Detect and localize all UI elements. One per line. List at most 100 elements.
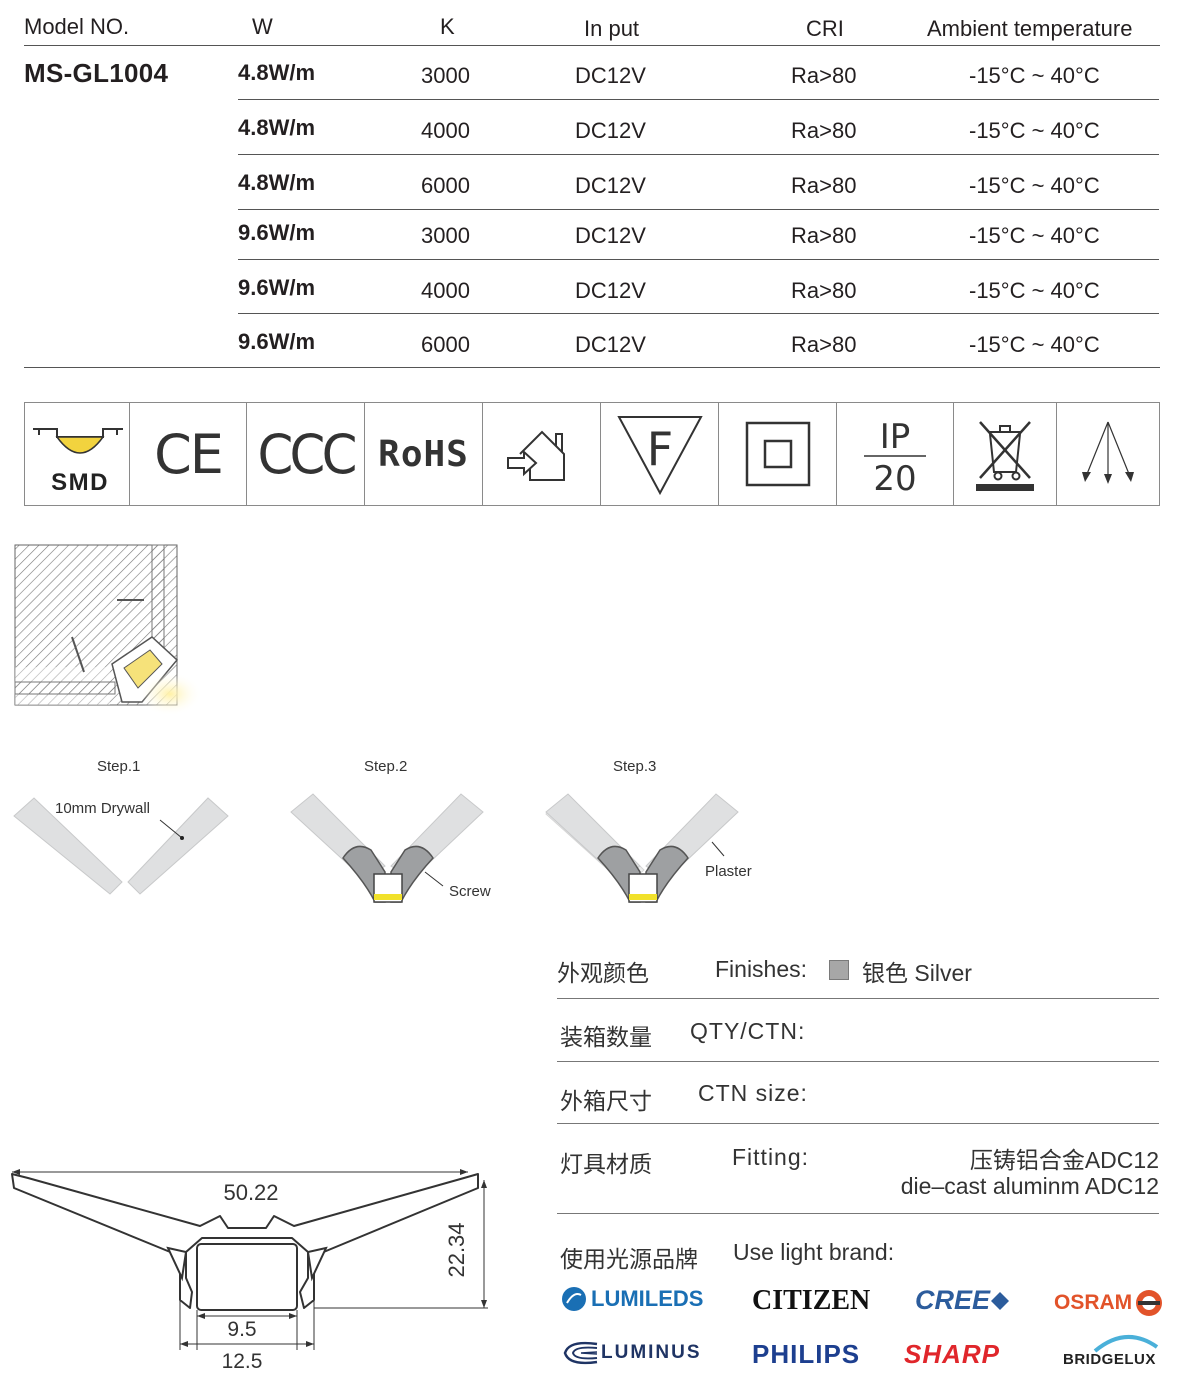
osram-bulb-icon — [1136, 1290, 1163, 1316]
cell-w: 4.8W/m — [238, 60, 316, 85]
cell-cri: Ra>80 — [791, 332, 857, 357]
lumileds-logo: LUMILEDS — [561, 1286, 703, 1312]
cell-input: DC12V — [575, 173, 646, 198]
table-row: 4.8W/m 4000 DC12V Ra>80 -15°C ~ 40°C — [238, 100, 1159, 155]
step-3-label: Step.3 — [613, 758, 657, 775]
silver-swatch-icon — [829, 960, 849, 980]
cell-temp: -15°C ~ 40°C — [969, 118, 1100, 143]
class-ii-icon — [719, 403, 837, 505]
table-row: 9.6W/m 3000 DC12V Ra>80 -15°C ~ 40°C — [238, 210, 1159, 260]
cell-input: DC12V — [575, 332, 646, 357]
cell-w: 9.6W/m — [238, 275, 316, 300]
profile-dimension-drawing: 50.22 22.34 9.5 12.5 — [11, 1169, 488, 1373]
fitting-row: 灯具材质 Fitting: 压铸铝合金ADC12 die–cast alumin… — [557, 1125, 1159, 1214]
cell-cri: Ra>80 — [791, 223, 857, 248]
finishes-cn-label: 外观颜色 — [557, 960, 649, 986]
finishes-en-label: Finishes: — [715, 956, 808, 982]
header-ambient: Ambient temperature — [927, 16, 1133, 41]
f-label: F — [646, 422, 672, 476]
cell-input: DC12V — [575, 278, 646, 303]
finishes-value: 银色 Silver — [862, 960, 972, 986]
cell-cri: Ra>80 — [791, 278, 857, 303]
table-bottom-rule — [24, 367, 1160, 368]
rohs-label: RoHS — [378, 433, 469, 475]
brand-cn-label: 使用光源品牌 — [560, 1246, 698, 1272]
cell-input: DC12V — [575, 118, 646, 143]
cell-w: 4.8W/m — [238, 115, 316, 140]
indoor-use-icon — [483, 403, 601, 505]
cell-w: 9.6W/m — [238, 220, 316, 245]
corner-install-section-drawing — [14, 544, 202, 716]
header-input: In put — [584, 16, 640, 41]
lumileds-icon — [562, 1287, 586, 1311]
smd-icon: SMD — [25, 403, 130, 505]
dim-top-width: 50.22 — [223, 1180, 278, 1205]
spec-table-header: Model NO. W K In put CRI Ambient tempera… — [24, 10, 1160, 46]
philips-logo: PHILIPS — [752, 1339, 860, 1370]
cell-k: 6000 — [421, 173, 470, 198]
cell-input: DC12V — [575, 223, 646, 248]
step-2-drawing — [290, 793, 484, 903]
philips-text: PHILIPS — [752, 1339, 861, 1369]
cell-k: 3000 — [421, 63, 470, 88]
table-row: 9.6W/m 6000 DC12V Ra>80 -15°C ~ 40°C — [238, 314, 1159, 367]
cree-logo: CREE — [915, 1285, 1010, 1316]
qty-en-label: QTY/CTN: — [690, 1018, 806, 1044]
cell-temp: -15°C ~ 40°C — [969, 173, 1100, 198]
fitting-value-en: die–cast aluminm ADC12 — [900, 1173, 1159, 1199]
cell-temp: -15°C ~ 40°C — [969, 278, 1100, 303]
fitting-en-label: Fitting: — [732, 1144, 810, 1170]
cell-cri: Ra>80 — [791, 63, 857, 88]
ip20-icon: IP 20 — [837, 403, 954, 505]
cell-w: 9.6W/m — [238, 329, 316, 354]
qty-row: 装箱数量 QTY/CTN: — [557, 1000, 1159, 1062]
cell-cri: Ra>80 — [791, 173, 857, 198]
sharp-logo: SHARP — [904, 1339, 1000, 1370]
cell-input: DC12V — [575, 63, 646, 88]
step-2-label: Step.2 — [364, 758, 408, 775]
header-cri: CRI — [806, 16, 844, 41]
cell-k: 4000 — [421, 278, 470, 303]
table-row: 4.8W/m 6000 DC12V Ra>80 -15°C ~ 40°C — [238, 155, 1159, 210]
cell-temp: -15°C ~ 40°C — [969, 223, 1100, 248]
luminus-icon — [563, 1341, 598, 1365]
cell-temp: -15°C ~ 40°C — [969, 332, 1100, 357]
ccc-icon: CCC — [247, 403, 365, 505]
table-row: 9.6W/m 4000 DC12V Ra>80 -15°C ~ 40°C — [238, 260, 1159, 314]
beam-angle-icon — [1057, 403, 1159, 505]
step-1-label: Step.1 — [97, 758, 141, 775]
bridgelux-logo: BRIDGELUX — [1063, 1333, 1159, 1369]
step-1-drawing — [13, 797, 229, 895]
ce-label: CE — [154, 422, 224, 486]
ctn-cn-label: 外箱尺寸 — [560, 1088, 652, 1114]
cree-diamond-icon — [991, 1291, 1010, 1310]
header-k: K — [440, 14, 455, 39]
ccc-label: CCC — [257, 422, 357, 486]
ce-icon: CE — [130, 403, 247, 505]
cell-cri: Ra>80 — [791, 118, 857, 143]
luminus-text: LUMINUS — [601, 1342, 702, 1363]
header-w: W — [252, 14, 273, 39]
ip-bottom-label: 20 — [873, 459, 916, 494]
drywall-callout: 10mm Drywall — [55, 800, 151, 817]
weee-icon — [954, 403, 1057, 505]
luminus-logo: LUMINUS — [561, 1340, 702, 1366]
cell-k: 4000 — [421, 118, 470, 143]
lumileds-text: LUMILEDS — [591, 1286, 704, 1311]
ctn-size-row: 外箱尺寸 CTN size: — [557, 1063, 1159, 1124]
model-number: MS-GL1004 — [24, 58, 169, 88]
osram-logo: OSRAM — [1054, 1288, 1164, 1318]
header-model: Model NO. — [24, 14, 130, 39]
f-mark-icon: F — [601, 403, 719, 505]
smd-label: SMD — [51, 469, 109, 496]
cree-text: CREE — [915, 1285, 991, 1315]
brand-en-label: Use light brand: — [733, 1239, 895, 1265]
qty-cn-label: 装箱数量 — [560, 1024, 652, 1050]
certification-icon-strip: SMD CE CCC RoHS F IP 20 — [24, 402, 1160, 506]
dim-outer-width: 12.5 — [222, 1350, 263, 1373]
dim-inner-width: 9.5 — [227, 1318, 256, 1341]
cell-w: 4.8W/m — [238, 170, 316, 195]
citizen-text: CITIZEN — [752, 1285, 871, 1316]
bridgelux-arc-icon — [1093, 1334, 1159, 1353]
rohs-icon: RoHS — [365, 403, 483, 505]
